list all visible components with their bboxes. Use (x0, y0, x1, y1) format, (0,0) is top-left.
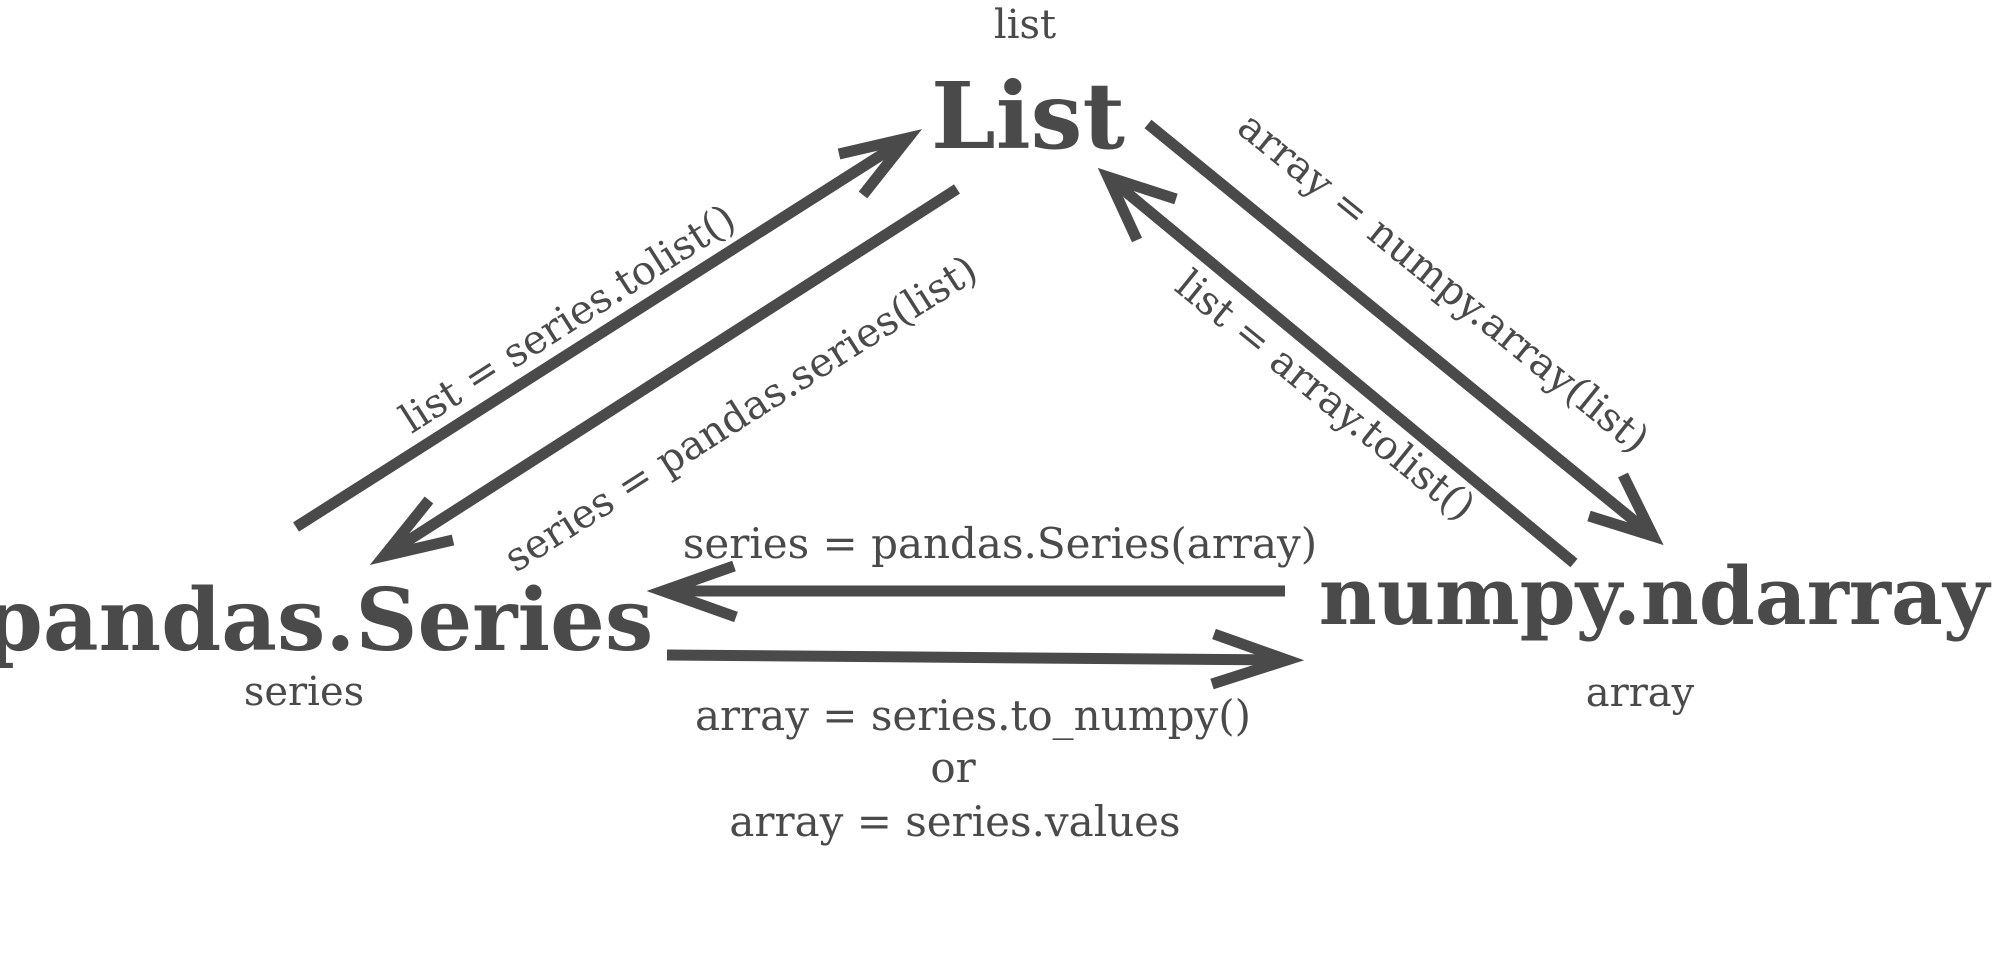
edge-label-series-to-array-line1: array = series.to_numpy() (695, 691, 1251, 740)
ndarray-var-label: array (1586, 670, 1695, 716)
edge-label-list-to-array: array = numpy.array(list) (1229, 103, 1658, 463)
arrow-series-to-array (666, 628, 1305, 690)
series-node-title: pandas.Series (0, 570, 653, 671)
arrow-array-to-series (646, 560, 1285, 623)
arrow-series-to-list (293, 129, 923, 532)
list-var-label: list (994, 2, 1056, 48)
ndarray-node-title: numpy.ndarray (1319, 549, 1992, 643)
series-var-label: series (244, 669, 364, 715)
arrow-list-to-array (1144, 119, 1664, 546)
list-node-title: List (931, 62, 1125, 170)
edge-label-series-to-array-line2: array = series.values (729, 797, 1180, 846)
arrow-array-to-list (1097, 167, 1578, 568)
edge-label-series-to-list: list = series.tolist() (392, 195, 744, 442)
edge-label-series-to-array-or: or (930, 743, 976, 792)
arrow-list-to-series (369, 184, 960, 565)
edge-label-array-to-series: series = pandas.Series(array) (683, 519, 1317, 568)
